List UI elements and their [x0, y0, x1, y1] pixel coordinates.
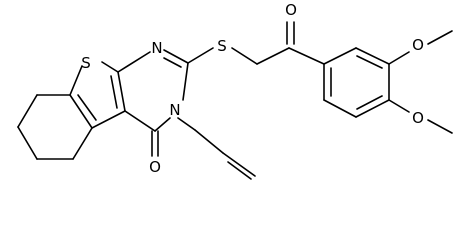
sulfur-ring-label: S: [81, 54, 91, 72]
molecule-drawing: S N S O O O N O: [17, 1, 453, 180]
sulfur-thioether-label: S: [217, 37, 227, 55]
methoxy-groups: [388, 30, 453, 134]
oxygen-methoxy-upper-label: O: [412, 36, 424, 54]
pyrimidinone-ring: [117, 49, 189, 132]
oxygen-carbonyl-label: O: [149, 158, 161, 176]
thioether-ketone-linker: [187, 21, 325, 65]
allyl-chain: [177, 117, 256, 180]
thiophene-ring: [69, 61, 126, 129]
oxygen-ketone-label: O: [285, 1, 297, 19]
nitrogen-lower-label: N: [169, 101, 180, 119]
cyclohexane-ring: [17, 94, 93, 160]
nitrogen-top-label: N: [151, 39, 162, 57]
oxygen-methoxy-lower-label: O: [412, 109, 424, 127]
carbonyl-bond: [151, 130, 159, 157]
structure-canvas: S N S O O O N O: [17, 1, 453, 180]
benzene-ring: [323, 47, 390, 118]
